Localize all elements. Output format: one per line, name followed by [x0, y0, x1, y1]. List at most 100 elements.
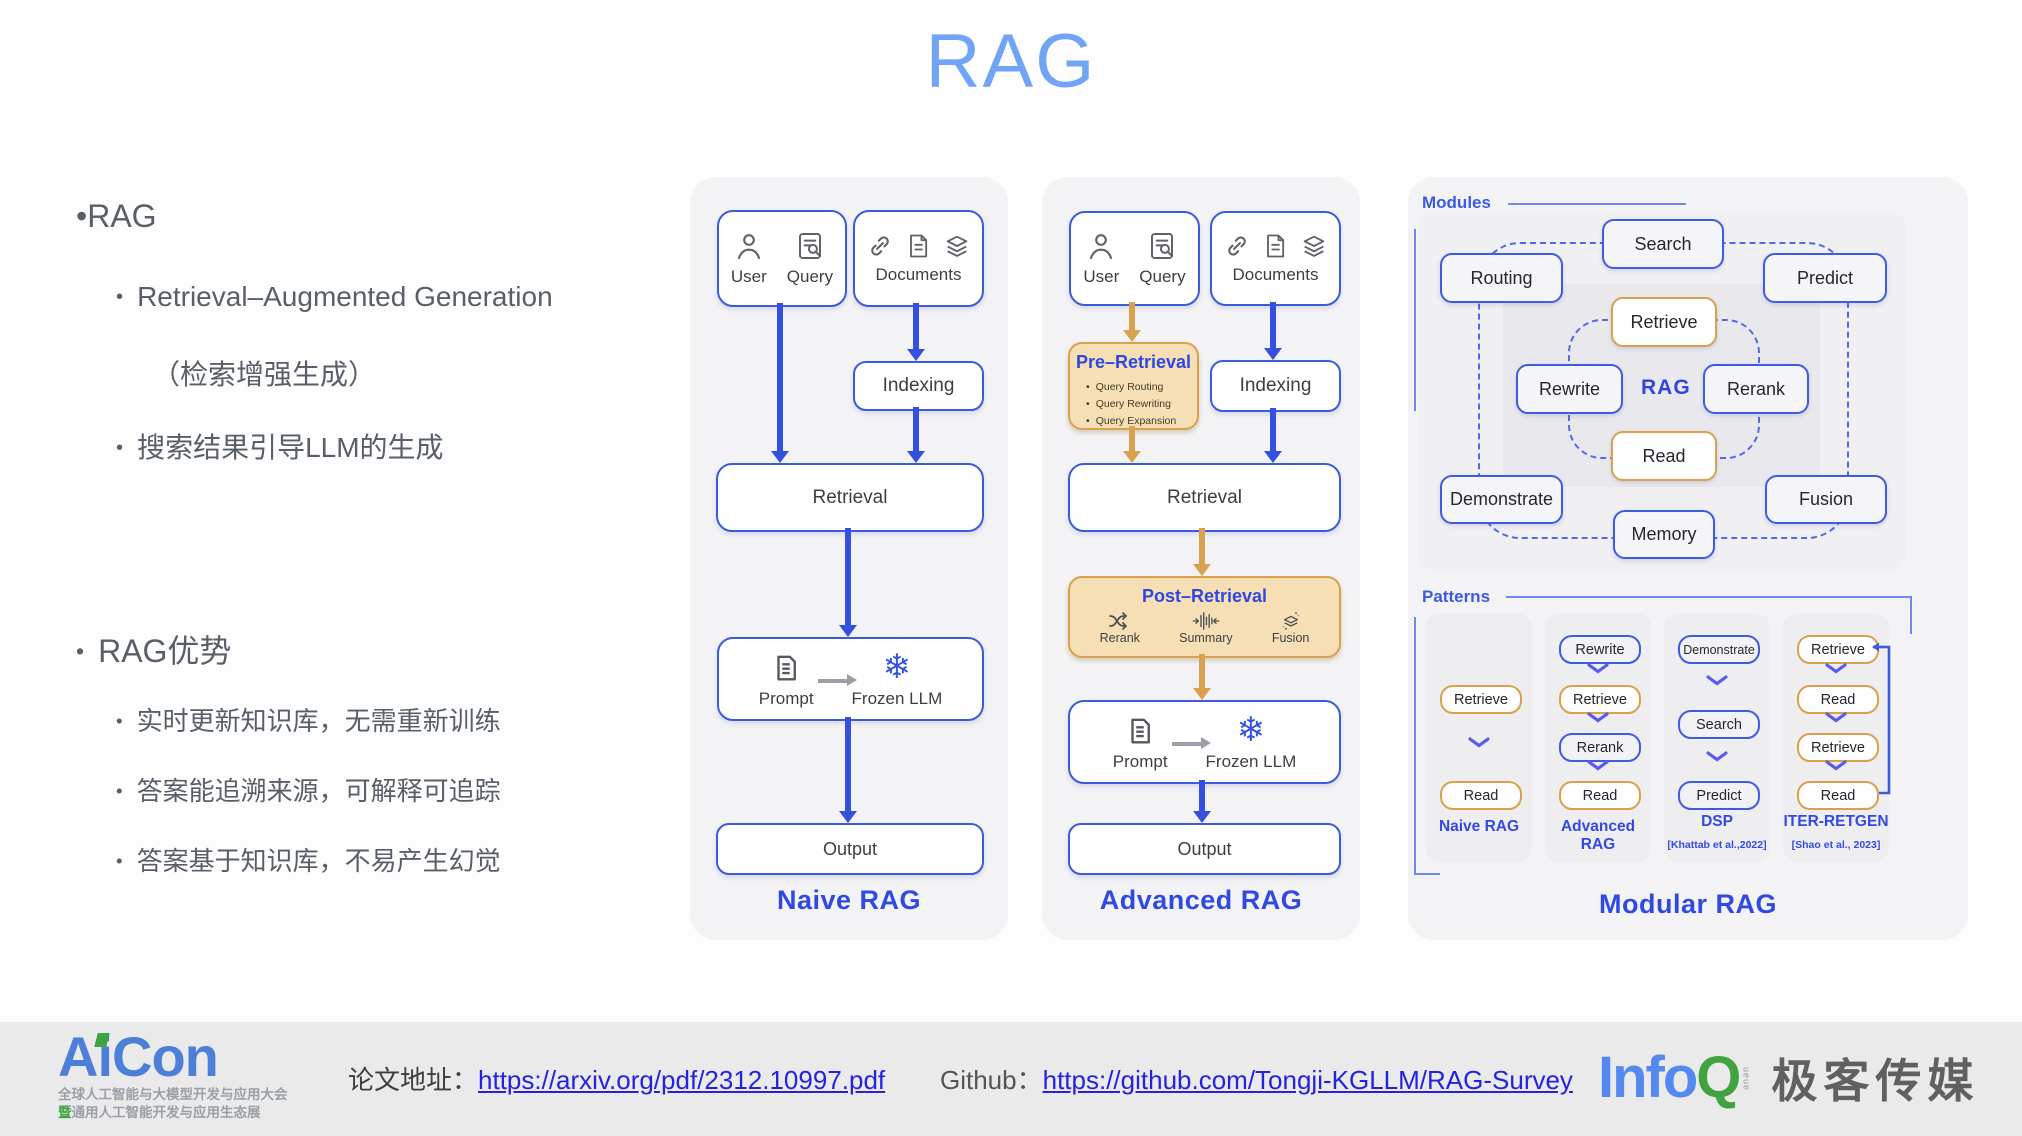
- left-bullet: 实时更新知识库，无需重新训练: [116, 701, 501, 738]
- modules-label: Modules: [1422, 193, 1491, 212]
- flow-arrow: [1193, 654, 1211, 700]
- pattern-step: Read: [1559, 781, 1641, 810]
- pattern-column-naive: Retrieve Read Naive RAG: [1426, 613, 1532, 862]
- pattern-step: Retrieve: [1559, 685, 1641, 714]
- pattern-step: Demonstrate: [1678, 635, 1760, 664]
- naive-rag-panel: User Query Documents Indexing Retrieval: [690, 177, 1008, 940]
- flow-arrow: [1264, 408, 1282, 463]
- flow-arrow: [839, 528, 857, 637]
- footer: AiCon 全球人工智能与大模型开发与应用大会 暨通用人工智能开发与应用生态展 …: [0, 1022, 2022, 1136]
- naive-rag-title: Naive RAG: [776, 885, 922, 915]
- shuffle-icon: Rerank: [1100, 611, 1140, 645]
- decor-line: [1910, 596, 1912, 634]
- left-heading-advantages: RAG优势: [76, 626, 231, 672]
- pattern-column-dsp: Demonstrate Search Predict DSP [Khattab …: [1664, 613, 1770, 862]
- module-demonstrate: Demonstrate: [1440, 475, 1563, 524]
- user-query-box: User Query: [717, 210, 847, 307]
- post-retrieval-box: Post–Retrieval Rerank Summary Fusion: [1068, 576, 1341, 658]
- query-doc-icon: Query: [1139, 230, 1186, 287]
- paper-link[interactable]: https://arxiv.org/pdf/2312.10997.pdf: [478, 1065, 886, 1095]
- pattern-step: Read: [1797, 781, 1879, 810]
- decor-line: [1414, 229, 1416, 411]
- pattern-citation: [Khattab et al.,2022]: [1667, 839, 1767, 851]
- flow-arrow: [1264, 302, 1282, 360]
- pattern-step: Retrieve: [1797, 733, 1879, 762]
- pattern-name: ITER-RETGEN: [1783, 813, 1889, 830]
- compress-icon: Summary: [1179, 611, 1233, 645]
- snowflake-icon: ❄ Frozen LLM: [1205, 710, 1297, 771]
- pattern-citation: [Shao et al., 2023]: [1791, 839, 1881, 851]
- infoq-queue-text: ueue: [1741, 1067, 1752, 1092]
- document-icon: [1261, 232, 1289, 260]
- pattern-name: Naive RAG: [1438, 818, 1520, 835]
- flow-arrow: [1193, 780, 1211, 823]
- module-predict: Predict: [1763, 253, 1887, 303]
- decor-line: [1508, 203, 1686, 205]
- decor-line: [1414, 873, 1440, 875]
- chevron-down-icon: [1824, 760, 1848, 771]
- decor-line: [1414, 617, 1416, 875]
- right-arrow-icon: [1171, 736, 1211, 749]
- flow-arrow: [907, 407, 925, 463]
- pattern-column-advanced: Rewrite Retrieve Rerank Read Advanced RA…: [1545, 613, 1651, 862]
- module-search: Search: [1602, 219, 1724, 269]
- pattern-step: Read: [1797, 685, 1879, 714]
- aicon-tagline-1: 全球人工智能与大模型开发与应用大会: [58, 1087, 288, 1102]
- layers-icon: [942, 232, 972, 260]
- pre-retrieval-item: Query Expansion: [1086, 413, 1197, 430]
- user-icon: User: [1083, 230, 1119, 287]
- chevron-down-icon: [1586, 760, 1610, 771]
- user-query-box: User Query: [1069, 211, 1200, 306]
- left-heading-rag: •RAG: [76, 198, 157, 234]
- flow-arrow: [1123, 426, 1141, 463]
- patterns-label: Patterns: [1422, 587, 1491, 606]
- paper-link-row: 论文地址：https://arxiv.org/pdf/2312.10997.pd…: [348, 1060, 885, 1097]
- prompt-doc-icon: Prompt: [1113, 715, 1168, 772]
- geekmedia-wordmark: 极客传媒: [1771, 1054, 1980, 1107]
- flow-arrow: [1123, 302, 1141, 342]
- pre-retrieval-box: Pre–Retrieval Query Routing Query Rewrit…: [1068, 342, 1199, 430]
- aicon-tagline-2: 暨通用人工智能开发与应用生态展: [58, 1105, 261, 1120]
- left-bullet: 搜索结果引导LLM的生成: [116, 426, 443, 466]
- prompt-doc-icon: Prompt: [759, 652, 814, 709]
- pre-retrieval-item: Query Routing: [1086, 379, 1197, 396]
- left-bullet: 答案能追溯来源，可解释可追踪: [116, 771, 501, 808]
- chevron-down-icon: [1586, 712, 1610, 723]
- aicon-logo: AiCon 全球人工智能与大模型开发与应用大会 暨通用人工智能开发与应用生态展: [58, 1028, 298, 1122]
- modular-rag-panel: Modules Search Routing Predict Retrieve …: [1408, 177, 1968, 940]
- paper-label: 论文地址：: [348, 1065, 479, 1095]
- right-arrow-icon: [817, 673, 857, 686]
- left-bullet: 答案基于知识库，不易产生幻觉: [116, 841, 501, 878]
- user-icon: User: [731, 230, 767, 287]
- page-title: RAG: [925, 19, 1097, 104]
- chevron-down-icon: [1586, 663, 1610, 674]
- layers-icon: [1299, 232, 1329, 260]
- indexing-box: Indexing: [1210, 360, 1341, 412]
- advanced-rag-panel: User Query Documents Pre–Retrieval Query…: [1042, 177, 1360, 940]
- flow-arrow: [1193, 528, 1211, 576]
- retrieval-box: Retrieval: [716, 463, 984, 532]
- loop-arrow-icon: [1871, 639, 1897, 799]
- pattern-step: Rerank: [1559, 733, 1641, 762]
- left-bullet: Retrieval–Augmented Generation: [116, 281, 553, 313]
- output-box: Output: [716, 823, 984, 875]
- rag-center-label: RAG: [1641, 376, 1691, 399]
- module-rerank: Rerank: [1703, 364, 1809, 414]
- module-retrieve: Retrieve: [1611, 297, 1717, 347]
- flow-arrow: [839, 717, 857, 823]
- left-bullet: （检索增强生成）: [152, 359, 377, 390]
- pre-retrieval-item: Query Rewriting: [1086, 396, 1197, 413]
- fusion-layers-icon: Fusion: [1272, 611, 1309, 645]
- documents-box: Documents: [1210, 211, 1341, 306]
- modular-rag-title: Modular RAG: [1599, 889, 1777, 919]
- pattern-step: Read: [1440, 781, 1522, 810]
- pattern-name: DSP: [1701, 813, 1733, 830]
- flow-arrow: [771, 303, 789, 463]
- document-icon: [904, 232, 932, 260]
- github-link[interactable]: https://github.com/Tongji-KGLLM/RAG-Surv…: [1042, 1065, 1573, 1095]
- prompt-frozen-llm-box: Prompt ❄ Frozen LLM: [1068, 700, 1341, 784]
- pattern-step: Search: [1678, 710, 1760, 739]
- github-label: Github：: [940, 1065, 1043, 1095]
